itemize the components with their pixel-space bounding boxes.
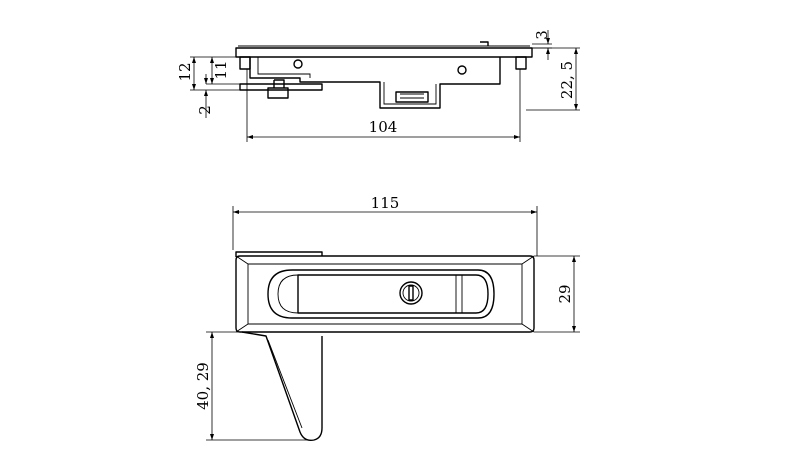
latch-slot bbox=[395, 91, 429, 103]
dim-11-label: 11 bbox=[212, 60, 230, 79]
dim-104-label: 104 bbox=[369, 118, 398, 136]
keyhole-inner bbox=[402, 284, 420, 302]
bolt bbox=[273, 79, 285, 88]
dim-115-label: 115 bbox=[371, 194, 400, 212]
dim-12-arrow-b bbox=[192, 84, 196, 90]
dim-29-lines bbox=[534, 255, 580, 333]
latch-tongue-inner bbox=[267, 339, 303, 429]
dim-22-5-arrow-a bbox=[574, 48, 578, 54]
dim-2-arrow-a bbox=[204, 78, 208, 84]
dim-29-label: 29 bbox=[556, 284, 574, 303]
dim-22-5-arrow-b bbox=[574, 104, 578, 110]
dim-12-arrow-a bbox=[192, 57, 196, 63]
dim-104-lines bbox=[246, 69, 521, 142]
dim-40-29-label: 40, 29 bbox=[194, 362, 212, 410]
handle-recess bbox=[267, 269, 495, 319]
dim-40-29-arrow-b bbox=[210, 434, 214, 440]
bevel-corners bbox=[235, 255, 535, 333]
handle-left-grip bbox=[277, 274, 299, 314]
nut bbox=[267, 87, 289, 99]
cam-plate bbox=[239, 83, 323, 91]
dim-115-arrow-b bbox=[531, 210, 537, 214]
housing-inner bbox=[257, 57, 437, 105]
hole-left bbox=[293, 59, 303, 69]
flange-bump bbox=[480, 41, 489, 46]
dim-40-29-lines bbox=[206, 331, 310, 441]
latch-slot-lines bbox=[400, 93, 424, 99]
flange-plate bbox=[235, 47, 533, 58]
outer-plate bbox=[235, 255, 535, 333]
housing-body bbox=[249, 57, 501, 109]
dim-3-arrow-a bbox=[546, 38, 550, 44]
bevel-frame bbox=[247, 263, 523, 325]
handle-divider bbox=[455, 275, 463, 313]
dim-11-arrow-b bbox=[210, 78, 214, 84]
dim-29-arrow-b bbox=[572, 326, 576, 332]
top-view: 3 22, 5 104 12 11 2 bbox=[176, 30, 580, 142]
handle bbox=[297, 274, 489, 314]
dim-2-label: 2 bbox=[196, 105, 214, 115]
dim-40-29-arrow-a bbox=[210, 332, 214, 338]
left-stud bbox=[239, 56, 251, 70]
dim-2-arrow-b bbox=[204, 90, 208, 96]
dim-115-arrow-a bbox=[233, 210, 239, 214]
dim-104-arrow-a bbox=[247, 135, 253, 139]
dim-29-arrow-a bbox=[572, 256, 576, 262]
dim-115-lines bbox=[232, 206, 538, 256]
dim-3-arrow-b bbox=[546, 48, 550, 54]
dim-22-5-lines bbox=[526, 47, 580, 111]
right-stud bbox=[515, 56, 527, 70]
dim-11-arrow-a bbox=[210, 57, 214, 63]
front-view: 115 29 40, 29 bbox=[194, 194, 580, 442]
keyhole-slot bbox=[408, 285, 414, 301]
dim-12-label: 12 bbox=[176, 62, 194, 81]
dim-104-arrow-b bbox=[514, 135, 520, 139]
top-tab bbox=[235, 251, 323, 257]
dim-3-label: 3 bbox=[533, 30, 551, 40]
dim-22-5-label: 22, 5 bbox=[558, 61, 576, 99]
keyhole-ring bbox=[399, 281, 423, 305]
latch-tongue bbox=[241, 331, 323, 442]
hole-right bbox=[457, 65, 467, 75]
